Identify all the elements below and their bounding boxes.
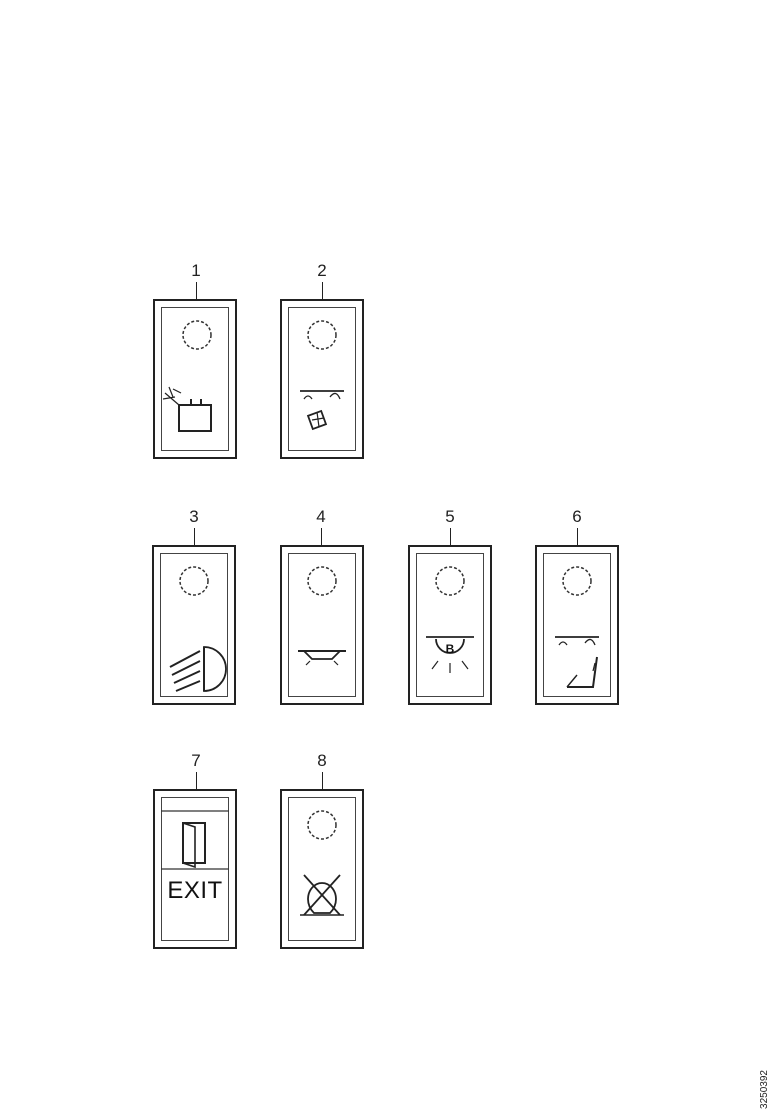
reference-number: 3250392 <box>759 1070 770 1109</box>
leader-line-3 <box>194 528 195 546</box>
step-light-icon <box>300 320 344 431</box>
exit-door-icon <box>161 810 229 870</box>
switch-panel-7[interactable]: EXIT <box>153 789 237 949</box>
seat-light-icon <box>555 566 599 688</box>
leader-line-2 <box>322 282 323 300</box>
callout-1: 1 <box>191 261 201 280</box>
callout-2: 2 <box>317 261 327 280</box>
switch-panel-1[interactable] <box>153 299 237 459</box>
switch-panel-4[interactable] <box>280 545 364 705</box>
leader-line-7 <box>196 772 197 790</box>
leader-line-6 <box>577 528 578 546</box>
callout-4: 4 <box>316 507 326 526</box>
callout-5: 5 <box>445 507 455 526</box>
exit-label: EXIT <box>167 877 223 904</box>
switch-panel-8[interactable] <box>280 789 364 949</box>
switch-panel-5[interactable]: B <box>408 545 492 705</box>
callout-3: 3 <box>189 507 199 526</box>
leader-line-1 <box>196 282 197 300</box>
leader-line-8 <box>322 772 323 790</box>
switch-panel-6[interactable] <box>535 545 619 705</box>
ceiling-light-icon <box>298 566 346 666</box>
b-light-icon: B <box>426 566 474 673</box>
battery-light-icon <box>162 320 212 432</box>
leader-line-5 <box>450 528 451 546</box>
headlight-icon <box>169 566 227 692</box>
light-off-icon <box>300 810 344 916</box>
svg-text:B: B <box>446 642 455 656</box>
callout-7: 7 <box>191 751 201 770</box>
callout-6: 6 <box>572 507 582 526</box>
switch-panel-3[interactable] <box>152 545 236 705</box>
callout-8: 8 <box>317 751 327 770</box>
switch-panel-2[interactable] <box>280 299 364 459</box>
leader-line-4 <box>321 528 322 546</box>
